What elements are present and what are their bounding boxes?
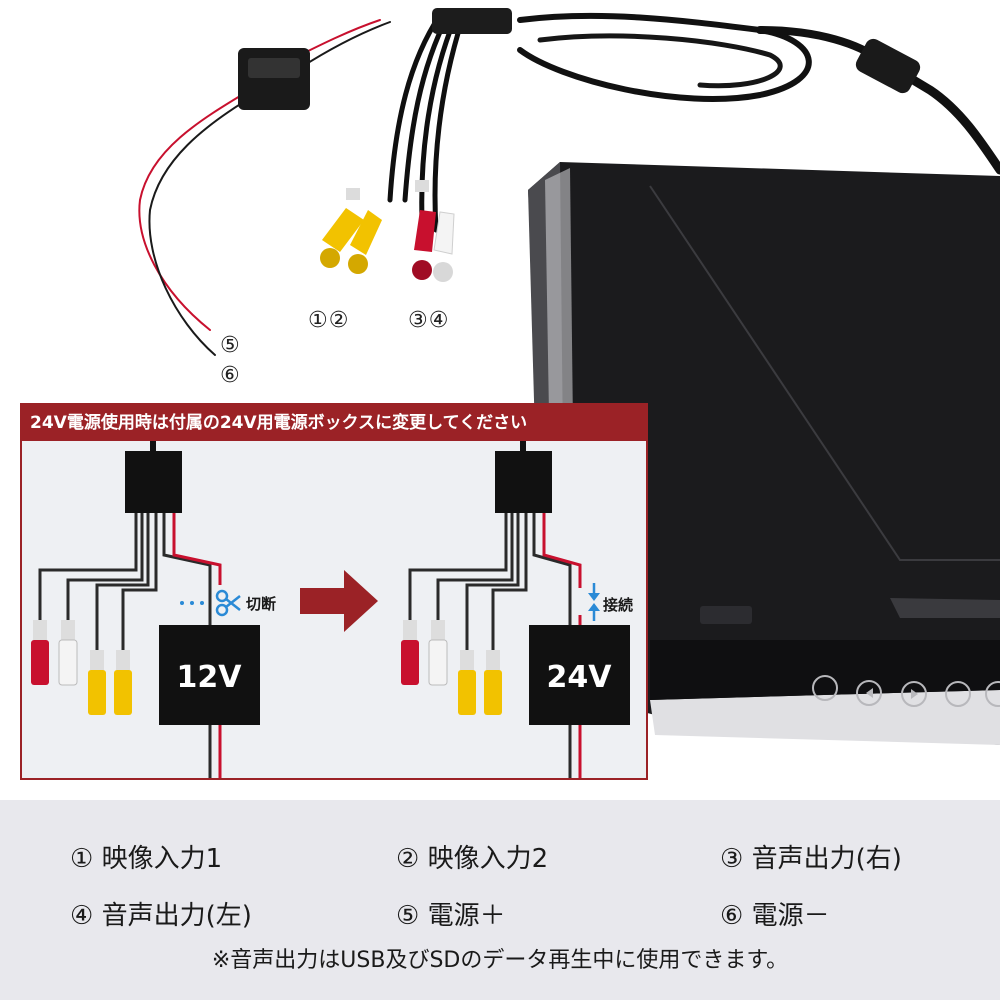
legend-item-1: ① 映像入力1 bbox=[70, 844, 223, 874]
connect-arrows-icon bbox=[588, 583, 600, 621]
connector-label-6: ⑥ bbox=[220, 363, 241, 388]
left-wiring bbox=[31, 405, 260, 778]
diagram-banner: 24V電源使用時は付属の24V用電源ボックスに変更してください bbox=[22, 405, 646, 441]
legend-item-3: ③ 音声出力(右) bbox=[720, 844, 902, 874]
wiring-diagram: 切断 接続 12V 24V 24V電源使用時は付属の24V用電源ボックスに変更し… bbox=[20, 403, 648, 780]
voltage-label-12v: 12V bbox=[177, 660, 243, 695]
wiring-diagram-graphic: 切断 接続 12V 24V bbox=[31, 405, 633, 778]
legend-item-4: ④ 音声出力(左) bbox=[70, 901, 252, 931]
rca-connectors bbox=[320, 180, 455, 282]
legend-area bbox=[0, 800, 1000, 1000]
right-wiring bbox=[401, 405, 630, 778]
legend-item-2: ② 映像入力2 bbox=[396, 844, 549, 874]
arrow-right-icon bbox=[300, 570, 378, 632]
usb-connector bbox=[432, 8, 512, 34]
cut-label: 切断 bbox=[246, 595, 276, 613]
scissors-icon bbox=[215, 589, 241, 617]
legend-note: ※音声出力はUSB及びSDのデータ再生中に使用できます。 bbox=[211, 948, 789, 973]
cable-harness bbox=[138, 12, 1000, 356]
voltage-label-24v: 24V bbox=[547, 660, 613, 695]
monitor-buttons bbox=[812, 675, 1000, 707]
connector-label-1-2: ①② bbox=[308, 308, 350, 333]
connector-label-3-4: ③④ bbox=[408, 308, 450, 333]
legend-item-6: ⑥ 電源－ bbox=[720, 901, 830, 931]
power-filter-box bbox=[238, 48, 310, 110]
connector-label-5: ⑤ bbox=[220, 333, 241, 358]
legend-item-5: ⑤ 電源＋ bbox=[396, 901, 506, 931]
connect-label: 接続 bbox=[603, 596, 633, 614]
